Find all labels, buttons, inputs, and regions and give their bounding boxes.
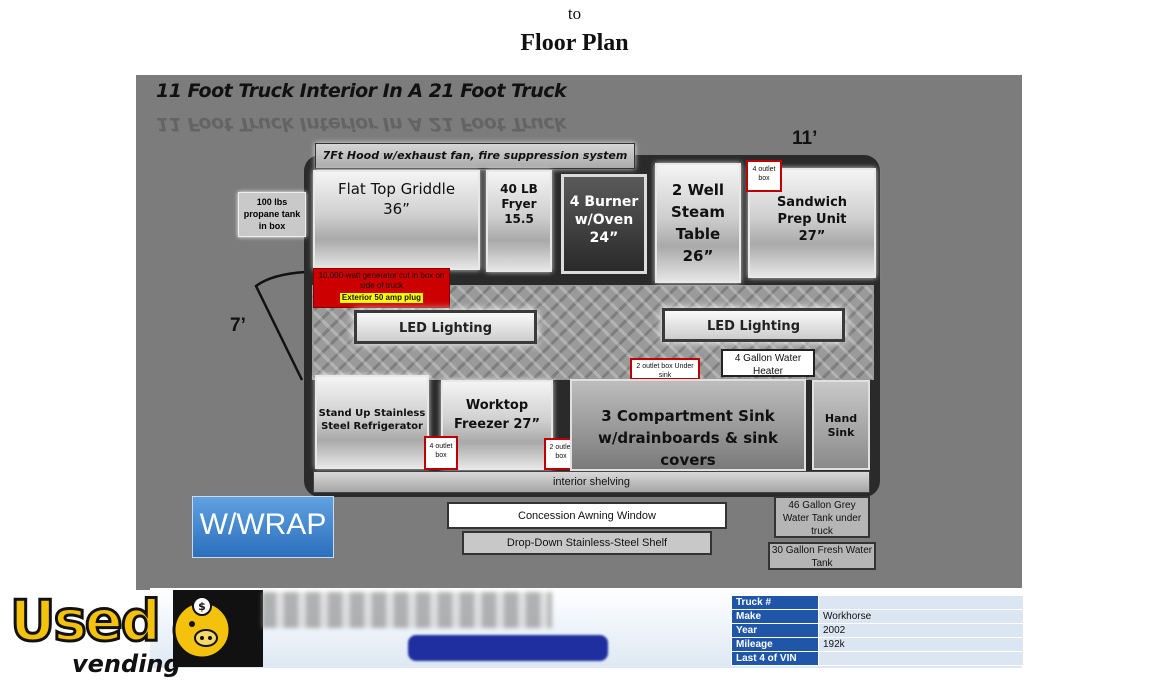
water-heater: 4 Gallon Water Heater <box>721 349 815 377</box>
burner-size: 24” <box>589 230 619 246</box>
interior-shelving: interior shelving <box>313 471 870 493</box>
generator-text: 10,000-watt generator cut in box on side… <box>318 271 445 290</box>
logo-vending-text: vending <box>72 650 181 678</box>
griddle-name: Flat Top Griddle <box>337 180 456 198</box>
four-burner-oven: 4 Burner w/Oven 24” <box>561 174 647 274</box>
fryer-name: 40 LB Fryer <box>500 182 538 211</box>
table-row: Truck # <box>731 595 1024 610</box>
led-lighting-left: LED Lighting <box>354 310 537 344</box>
fryer-size: 15.5 <box>504 212 534 226</box>
burner-name: 4 Burner w/Oven <box>569 194 639 228</box>
outlet-box-4-top: 4 outlet box <box>746 160 782 192</box>
steam-size: 26” <box>682 247 714 265</box>
led-lighting-right: LED Lighting <box>662 308 845 342</box>
hand-sink: Hand Sink <box>812 380 870 470</box>
used-vending-logo: Used vending $ <box>6 590 256 685</box>
sink-detail: w/drainboards & sink covers <box>598 429 778 469</box>
plan-title-reflection: 11 Foot Truck Interior In A 21 Foot Truc… <box>156 113 567 135</box>
drop-down-shelf: Drop-Down Stainless-Steel Shelf <box>462 531 712 555</box>
worktop-freezer: Worktop Freezer 27” <box>441 380 553 470</box>
dimension-width-label: 11’ <box>792 128 818 149</box>
concession-awning-window: Concession Awning Window <box>447 502 727 529</box>
propane-tank-box: 100 lbs propane tank in box <box>238 192 306 237</box>
dimension-height-label: 7’ <box>230 315 246 336</box>
steam-name: 2 Well Steam Table <box>671 181 725 243</box>
sink-name: 3 Compartment Sink <box>601 407 775 425</box>
blurred-blue-region <box>408 635 608 661</box>
page-title: Floor Plan <box>520 30 629 56</box>
blurred-text-region <box>262 592 552 628</box>
outlet-box-under-sink: 2 outlet box Under sink <box>630 358 700 380</box>
flat-top-griddle: Flat Top Griddle 36” <box>313 170 480 270</box>
freezer-size: 27” <box>513 417 541 432</box>
exterior-plug-label: Exterior 50 amp plug <box>339 293 424 303</box>
three-compartment-sink: 3 Compartment Sink w/drainboards & sink … <box>570 379 806 471</box>
wrap-badge: W/WRAP <box>192 496 334 558</box>
plan-title: 11 Foot Truck Interior In A 21 Foot Truc… <box>156 80 567 102</box>
fresh-water-tank: 30 Gallon Fresh Water Tank <box>768 542 876 570</box>
outlet-box-4-bottom: 4 outlet box <box>424 436 458 470</box>
grey-water-tank: 46 Gallon Grey Water Tank under truck <box>774 496 870 538</box>
header-to-text: to <box>567 4 582 23</box>
logo-used-text: Used <box>9 589 163 654</box>
generator-box: 10,000-watt generator cut in box on side… <box>313 268 450 308</box>
table-row: Last 4 of VIN <box>731 651 1024 666</box>
svg-text:$: $ <box>198 600 206 613</box>
door-swing-arc <box>254 270 307 381</box>
steam-table: 2 Well Steam Table 26” <box>655 163 741 283</box>
fryer: 40 LB Fryer 15.5 <box>486 170 552 272</box>
griddle-size: 36” <box>383 200 410 218</box>
freezer-name: Worktop Freezer <box>453 398 529 432</box>
pig-mascot-icon: $ <box>172 596 242 660</box>
hood-label: 7Ft Hood w/exhaust fan, fire suppression… <box>315 143 635 169</box>
sandwich-name: Sandwich Prep Unit <box>776 195 848 227</box>
sandwich-size: 27” <box>798 229 826 244</box>
stand-up-refrigerator: Stand Up Stainless Steel Refrigerator <box>315 375 429 469</box>
